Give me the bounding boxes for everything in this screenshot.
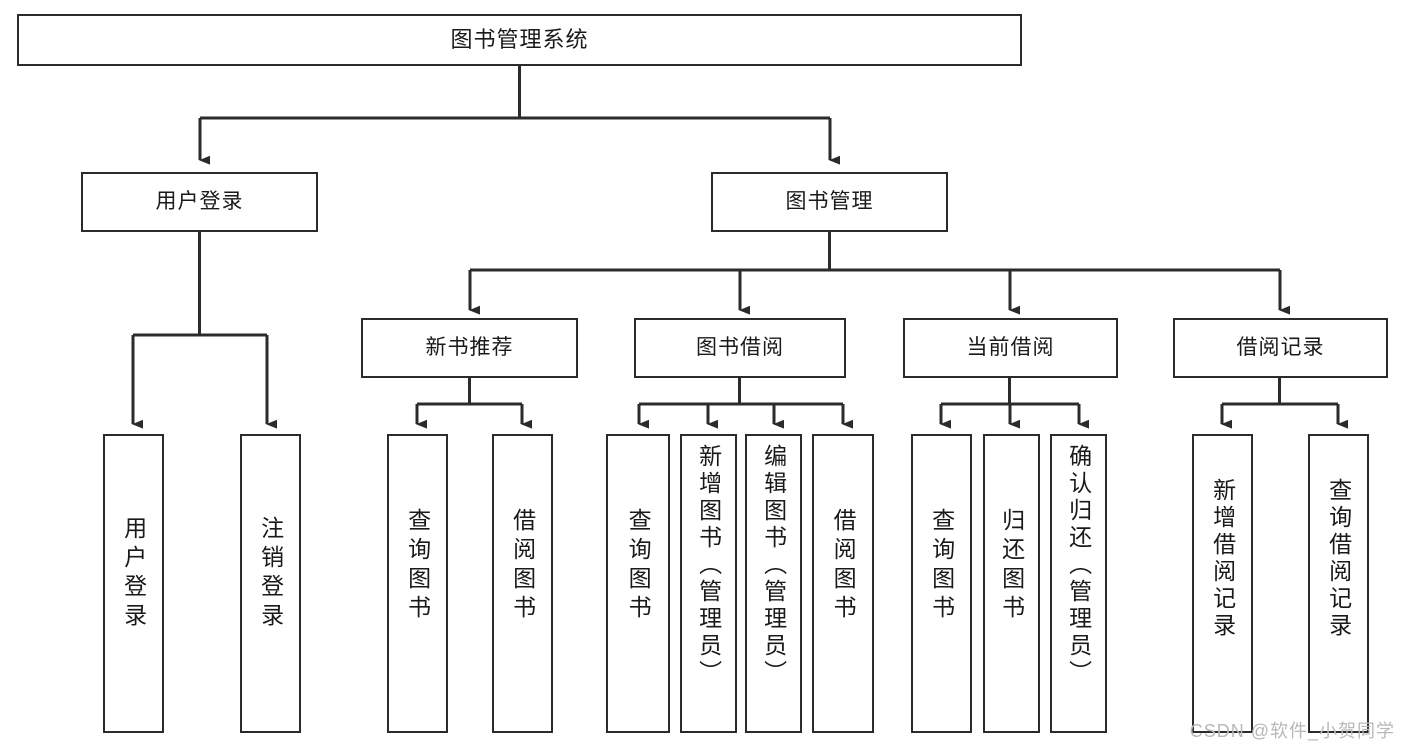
node-current-borrow[interactable]: 当前借阅 [903,318,1118,378]
node-label: 用户登录 [155,189,244,213]
node-leaf-query-book-3[interactable]: 查询图书 [911,434,972,733]
node-book-manage[interactable]: 图书管理 [711,172,948,232]
node-leaf-return-book[interactable]: 归还图书 [983,434,1040,733]
node-label: 注销登录 [257,516,284,632]
node-user-login[interactable]: 用户登录 [81,172,318,232]
node-label: 新增图书（管理员） [695,444,722,687]
node-leaf-query-book-1[interactable]: 查询图书 [387,434,448,733]
node-leaf-add-book[interactable]: 新增图书（管理员） [680,434,737,733]
node-root-system[interactable]: 图书管理系统 [17,14,1022,66]
node-label: 当前借阅 [966,335,1055,359]
node-leaf-user-login[interactable]: 用户登录 [103,434,164,733]
node-label: 图书管理 [785,189,874,213]
node-leaf-add-record[interactable]: 新增借阅记录 [1192,434,1253,733]
node-label: 编辑图书（管理员） [760,444,787,687]
node-leaf-edit-book[interactable]: 编辑图书（管理员） [745,434,802,733]
node-label: 借阅图书 [830,508,857,624]
node-leaf-confirm-return[interactable]: 确认归还（管理员） [1050,434,1107,733]
node-label: 查询图书 [625,508,652,624]
node-book-borrow[interactable]: 图书借阅 [634,318,846,378]
node-leaf-query-record[interactable]: 查询借阅记录 [1308,434,1369,733]
node-label: 查询图书 [928,508,955,624]
node-leaf-query-book-2[interactable]: 查询图书 [606,434,670,733]
node-label: 归还图书 [998,508,1025,624]
node-leaf-borrow-book-2[interactable]: 借阅图书 [812,434,874,733]
node-label: 确认归还（管理员） [1065,444,1092,687]
node-borrow-record[interactable]: 借阅记录 [1173,318,1388,378]
csdn-watermark: CSDN @软件_小贺同学 [1189,721,1395,741]
node-label: 查询图书 [404,508,431,624]
node-label: 用户登录 [120,516,147,632]
node-label: 借阅图书 [509,508,536,624]
node-leaf-logout[interactable]: 注销登录 [240,434,301,733]
node-label: 图书管理系统 [450,27,589,53]
node-label: 查询借阅记录 [1325,478,1352,640]
node-leaf-borrow-book-1[interactable]: 借阅图书 [492,434,553,733]
node-label: 新书推荐 [425,335,514,359]
node-label: 图书借阅 [696,335,784,359]
node-new-book-recommend[interactable]: 新书推荐 [361,318,578,378]
node-label: 借阅记录 [1236,335,1325,359]
node-label: 新增借阅记录 [1209,478,1236,640]
